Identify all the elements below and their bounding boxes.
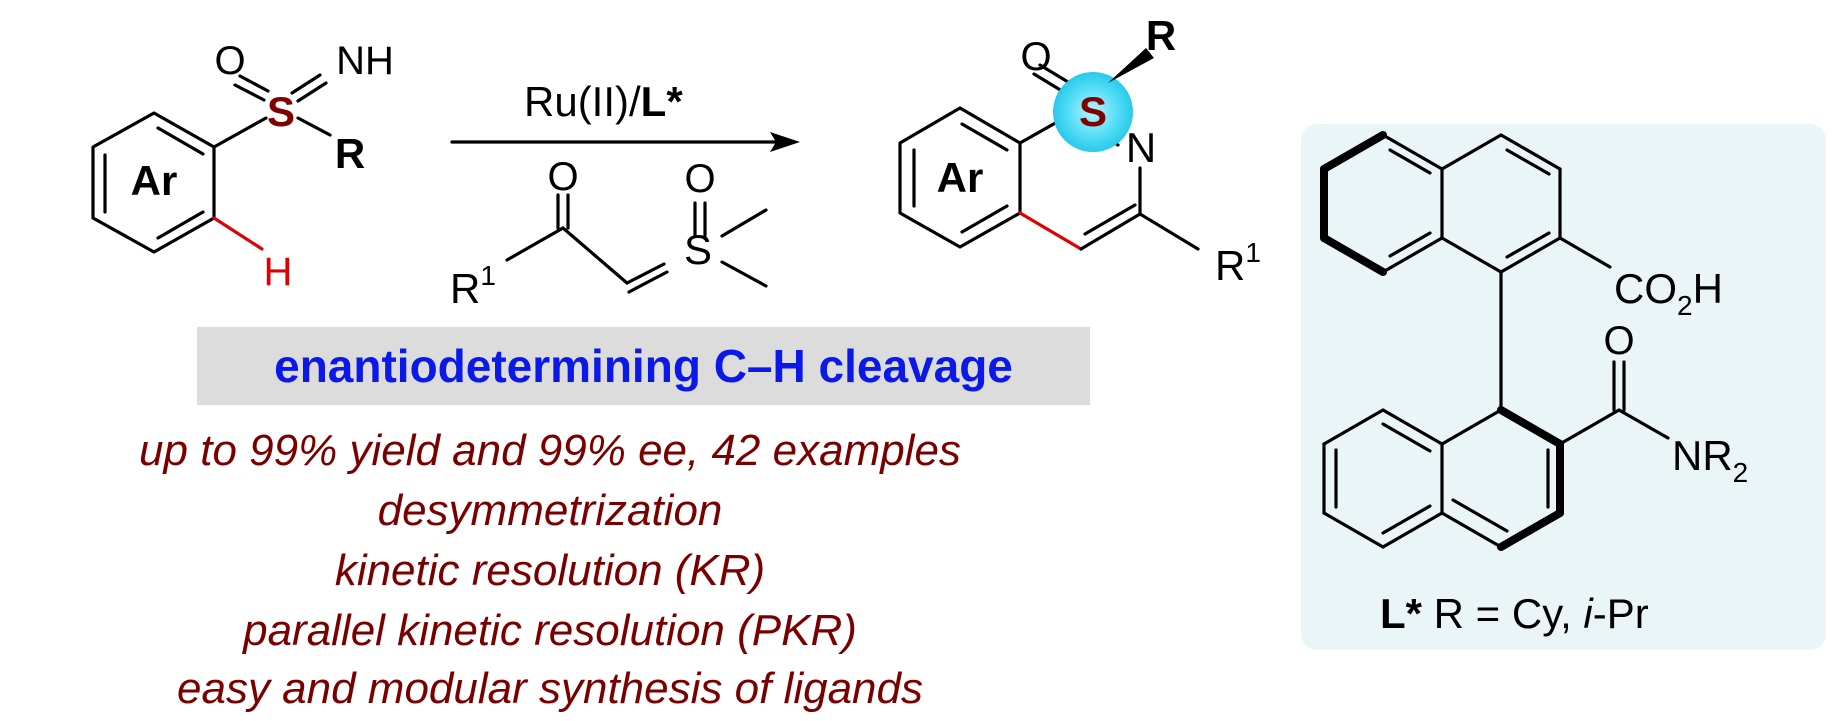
product-oxygen: O: [1020, 35, 1051, 79]
substrate-nh: NH: [336, 39, 394, 83]
reagent-ketone-oxygen: O: [547, 155, 578, 199]
wedge-bond: [1108, 48, 1154, 83]
ligand-acid: CO2H: [1614, 265, 1723, 321]
ligand-amide-oxygen: O: [1603, 319, 1634, 363]
substrate-structure: Ar O NH S R H: [91, 39, 394, 294]
product-sulfur: S: [1079, 88, 1107, 135]
conditions-ligand: L*: [641, 78, 684, 125]
product-r: R: [1146, 12, 1176, 59]
sulfur-stereocenter-highlight: [1053, 72, 1133, 152]
reagent-r1: R1: [450, 260, 496, 312]
conditions-catalyst: Ru(II)/L*: [524, 78, 683, 125]
key-step-banner: enantiodetermining C–H cleavage: [197, 327, 1090, 405]
substrate-ring-label: Ar: [131, 157, 178, 204]
sulfoxonium-ylide-structure: O O S R1: [450, 155, 768, 312]
highlight-line-4: parallel kinetic resolution (PKR): [243, 606, 857, 655]
product-structure: O S R N Ar R1: [898, 12, 1261, 289]
reaction-arrow: [450, 132, 800, 152]
reagent-sulfoxonium-oxygen: O: [684, 157, 715, 201]
ligand-structure: CO2H O NR2: [1320, 131, 1748, 551]
reagent-sulfur: S: [684, 226, 712, 273]
ligand-amide-nitrogen: NR2: [1672, 432, 1748, 488]
substrate-oxygen: O: [214, 39, 245, 83]
ligand-caption: L* R = Cy, i-Pr: [1380, 590, 1649, 637]
substrate-r: R: [335, 130, 365, 177]
highlight-line-1: up to 99% yield and 99% ee, 42 examples: [139, 426, 961, 475]
highlight-line-2: desymmetrization: [377, 486, 723, 535]
product-ring-label: Ar: [937, 154, 984, 201]
highlight-line-3: kinetic resolution (KR): [334, 546, 766, 595]
product-nitrogen: N: [1126, 124, 1156, 171]
highlight-line-5: easy and modular synthesis of ligands: [177, 664, 923, 713]
substrate-h: H: [264, 250, 293, 294]
ligand-panel: [1301, 124, 1826, 650]
product-r1: R1: [1215, 237, 1261, 289]
substrate-sulfur: S: [267, 88, 295, 135]
